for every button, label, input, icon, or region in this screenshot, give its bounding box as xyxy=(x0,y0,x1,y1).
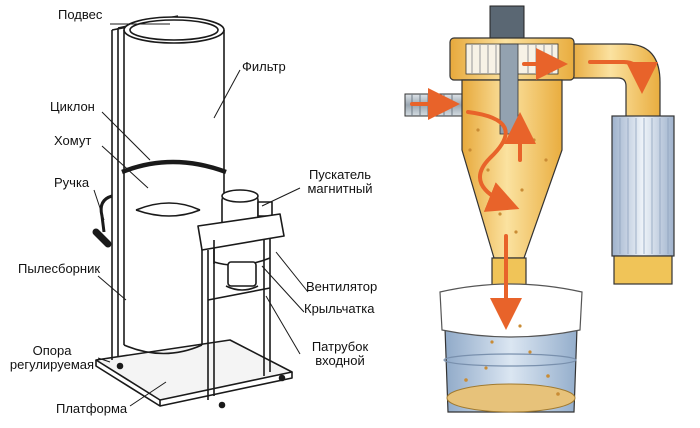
label-ruchka: Ручка xyxy=(54,175,90,190)
filter-cartridge xyxy=(611,115,675,285)
label-filtr: Фильтр xyxy=(242,59,286,74)
leader-lines xyxy=(93,23,309,407)
label-podves: Подвес xyxy=(58,7,103,22)
label-patrubok-line2: входной xyxy=(315,353,365,368)
support-struts xyxy=(207,238,271,400)
label-puskatel-line2: магнитный xyxy=(307,181,373,196)
main-cylinder xyxy=(121,16,227,355)
label-opora-line1: Опора xyxy=(32,343,72,358)
platform-base xyxy=(95,339,293,409)
label-puskatel-line1: Пускатель xyxy=(308,167,372,182)
label-platforma: Платформа xyxy=(56,401,128,416)
dust-bin xyxy=(439,283,583,413)
outlet-elbow xyxy=(569,43,661,119)
hanger-frame xyxy=(111,15,182,360)
label-puskatel: Пускатель магнитный xyxy=(300,168,380,196)
label-patrubok: Патрубок входной xyxy=(300,340,380,368)
left-technical-drawing xyxy=(92,15,293,409)
handle xyxy=(92,194,113,248)
label-ciklon: Циклон xyxy=(50,99,95,114)
cyclone-body xyxy=(449,37,575,289)
label-homut: Хомут xyxy=(54,133,92,148)
label-opora-line2: регулируемая xyxy=(9,357,95,372)
label-patrubok-line1: Патрубок xyxy=(311,339,369,354)
label-opora: Опора регулируемая xyxy=(6,344,98,372)
airflow-arrows xyxy=(410,48,658,330)
fan-assembly xyxy=(197,189,285,291)
label-krylchatka: Крыльчатка xyxy=(304,301,375,316)
label-pylesbornik: Пылесборник xyxy=(18,261,101,276)
label-ventilyator: Вентилятор xyxy=(306,279,378,294)
right-cutaway-illustration xyxy=(404,5,675,413)
